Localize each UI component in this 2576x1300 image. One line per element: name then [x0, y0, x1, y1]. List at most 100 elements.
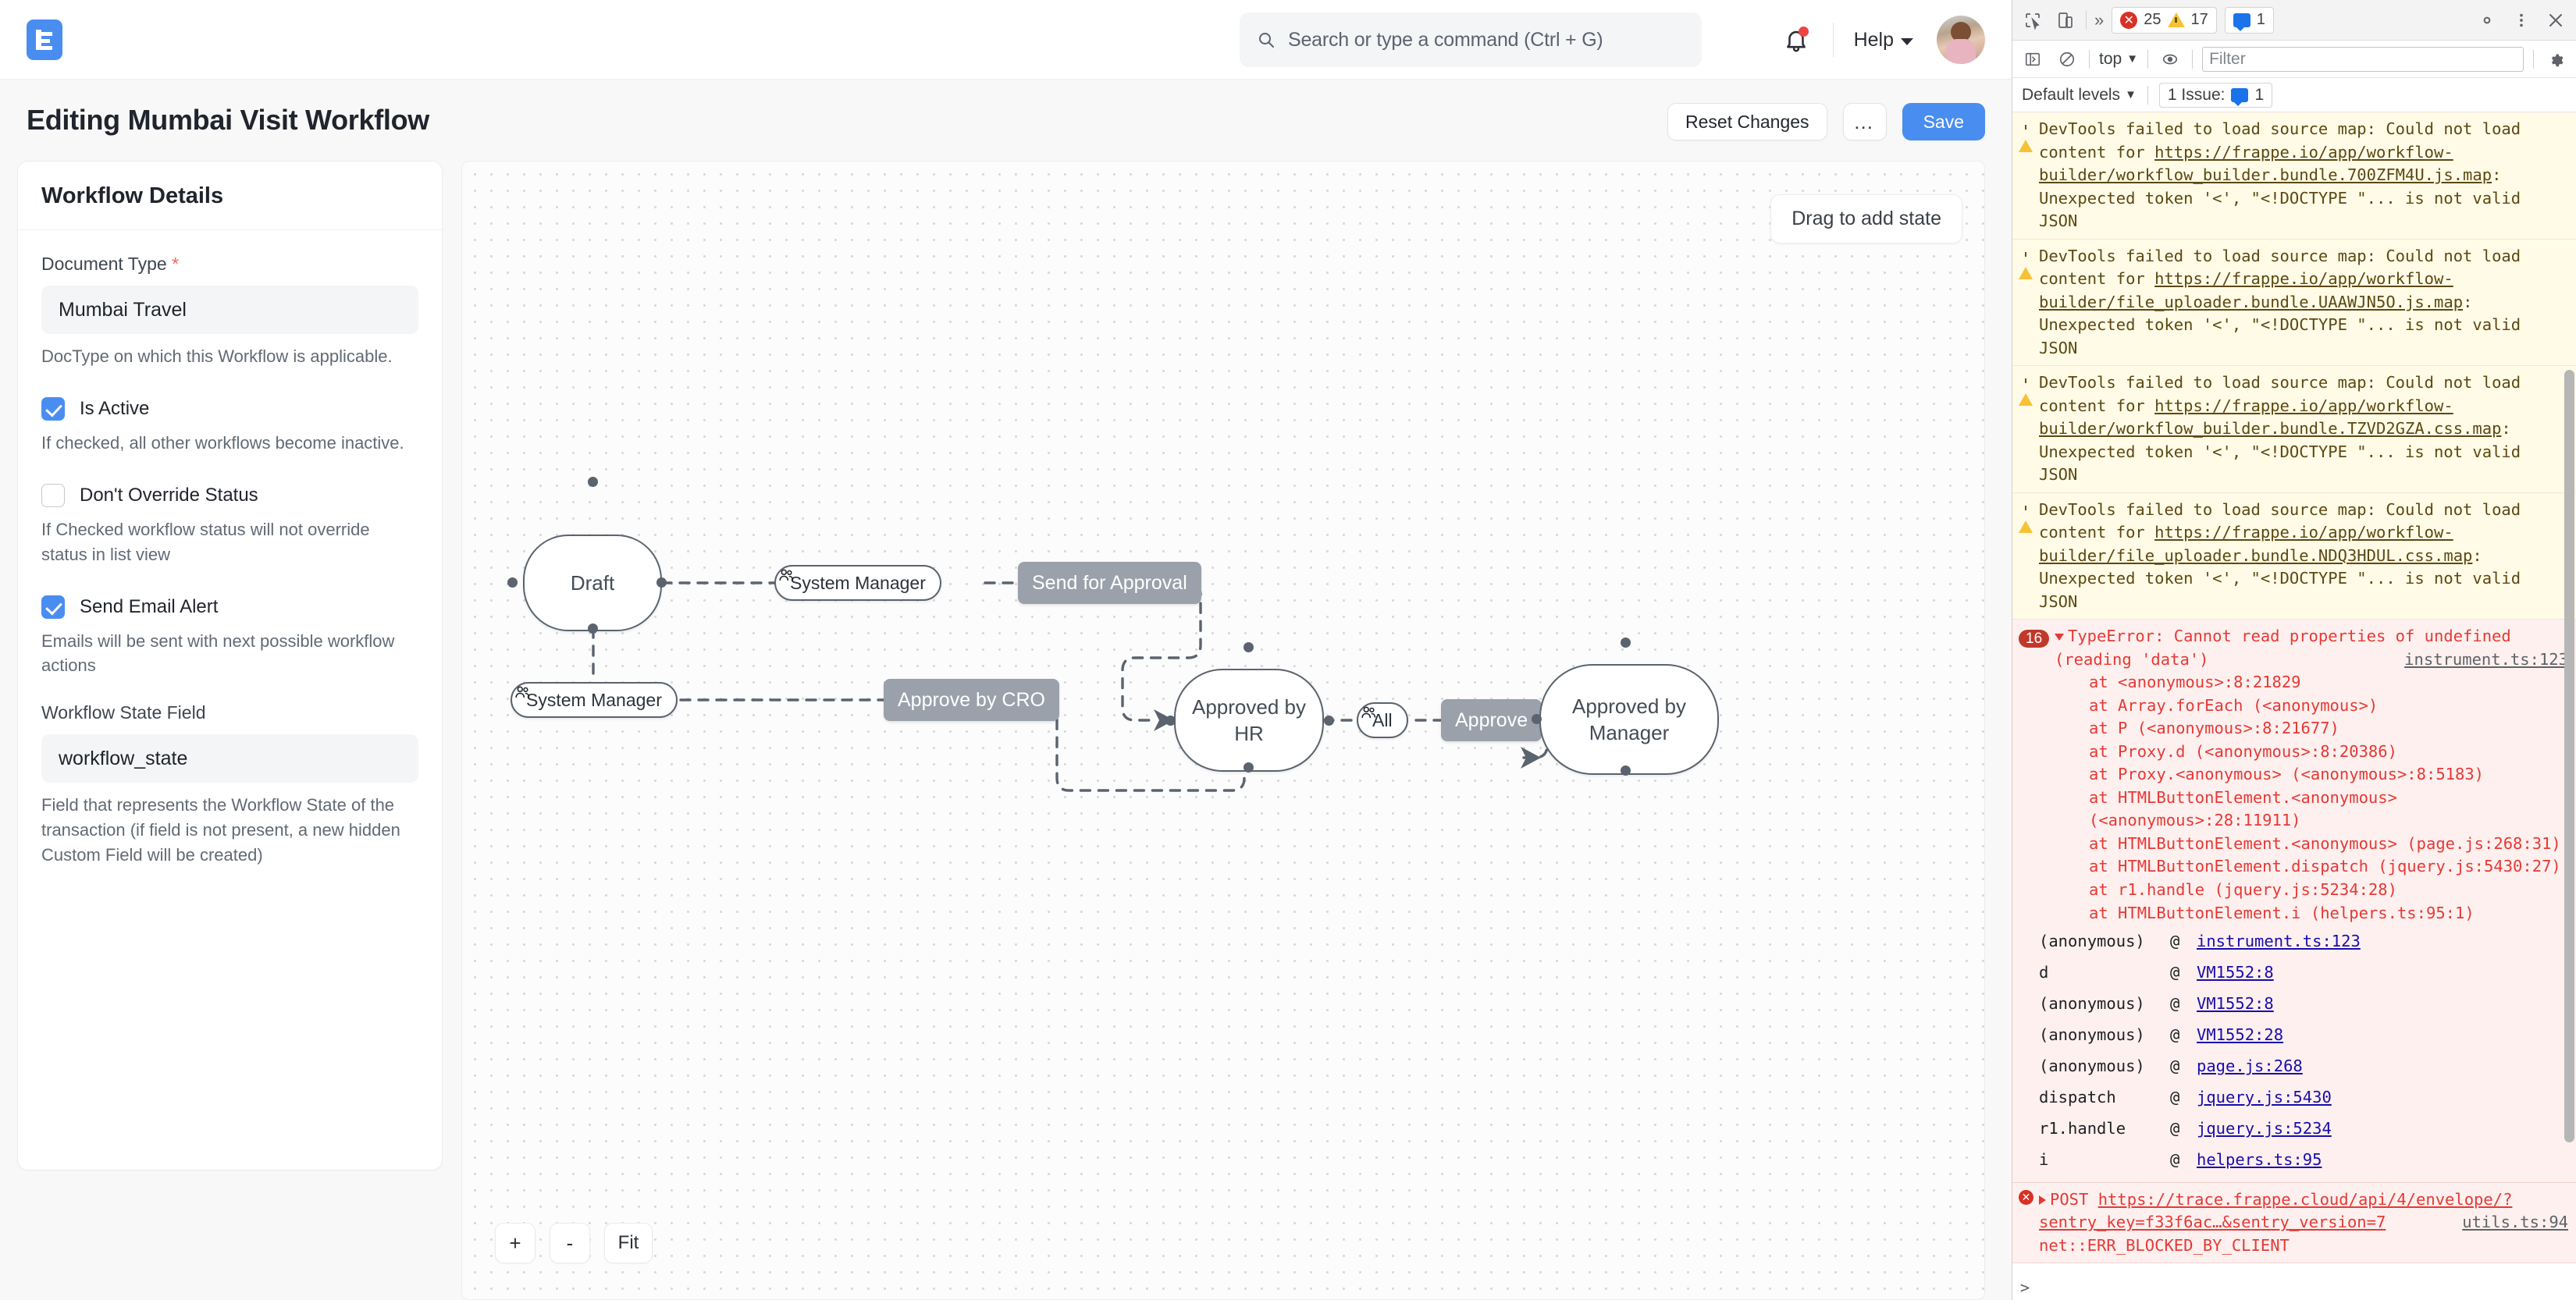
stack-line: at Proxy.d (<anonymous>:8:20386): [2089, 741, 2397, 761]
help-menu[interactable]: Help: [1848, 24, 1920, 56]
drag-to-add-state-hint[interactable]: Drag to add state: [1770, 194, 1962, 243]
more-vertical-icon[interactable]: [2509, 8, 2534, 33]
is-active-row[interactable]: Is Active: [41, 396, 418, 421]
warning-icon: [2019, 375, 2033, 407]
message-link[interactable]: https://frappe.io/app/workflow-builder/w…: [2039, 396, 2502, 439]
expand-triangle-icon[interactable]: [2039, 1195, 2046, 1205]
is-active-checkbox[interactable]: [41, 396, 65, 421]
request-method: POST: [2050, 1189, 2089, 1209]
node-handle-top[interactable]: [1244, 642, 1254, 652]
console-scrollbar[interactable]: [2564, 370, 2574, 1142]
page-title: Editing Mumbai Visit Workflow: [27, 104, 429, 136]
console-stack-frames: (anonymous)@instrument.ts:123 d@VM1552:8…: [2012, 925, 2576, 1182]
send-email-alert-row[interactable]: Send Email Alert: [41, 595, 418, 619]
console-message-warning[interactable]: DevTools failed to load source map: Coul…: [2012, 239, 2576, 367]
role-pill-system-manager-1[interactable]: System Manager: [774, 565, 941, 601]
message-link[interactable]: https://frappe.io/app/workflow-builder/w…: [2039, 142, 2492, 185]
stack-frame[interactable]: i@helpers.ts:95: [2039, 1145, 2568, 1176]
reset-changes-button[interactable]: Reset Changes: [1667, 103, 1827, 140]
role-pill-all[interactable]: All: [1357, 702, 1408, 738]
inspect-element-icon[interactable]: [2020, 8, 2045, 33]
document-type-input[interactable]: Mumbai Travel: [41, 286, 418, 334]
send-email-alert-checkbox[interactable]: [41, 595, 65, 619]
avatar[interactable]: [1937, 16, 1985, 64]
default-levels-selector[interactable]: Default levels ▼: [2022, 85, 2137, 104]
bell-icon[interactable]: [1774, 17, 1819, 62]
gear-icon[interactable]: [2543, 47, 2568, 72]
message-link[interactable]: https://frappe.io/app/workflow-builder/f…: [2039, 269, 2464, 311]
console-filter-input[interactable]: Filter: [2202, 46, 2524, 72]
role-pill-system-manager-2[interactable]: System Manager: [511, 682, 678, 718]
frame-location-link[interactable]: VM1552:28: [2197, 1025, 2284, 1044]
action-chip-approve[interactable]: Approve: [1441, 699, 1542, 741]
stack-line: at Array.forEach (<anonymous>): [2089, 695, 2379, 715]
node-handle-right[interactable]: [1324, 716, 1334, 726]
node-handle-bottom[interactable]: [1244, 762, 1254, 773]
error-warning-counts[interactable]: ✕ 25 17: [2112, 6, 2217, 34]
console-message-warning[interactable]: DevTools failed to load source map: Coul…: [2012, 112, 2576, 240]
console-output[interactable]: DevTools failed to load source map: Coul…: [2012, 112, 2576, 1300]
frame-location-link[interactable]: VM1552:8: [2197, 993, 2274, 1013]
stack-line: at HTMLButtonElement.dispatch (jquery.js…: [2089, 857, 2561, 876]
device-toolbar-icon[interactable]: [2053, 8, 2078, 33]
stack-frame[interactable]: dispatch@jquery.js:5430: [2039, 1082, 2568, 1114]
node-handle-bottom[interactable]: [1621, 765, 1631, 776]
context-selector[interactable]: top ▼: [2099, 49, 2139, 68]
console-message-warning[interactable]: DevTools failed to load source map: Coul…: [2012, 492, 2576, 620]
frame-location-link[interactable]: helpers.ts:95: [2197, 1149, 2322, 1169]
stack-frame[interactable]: (anonymous)@page.js:268: [2039, 1051, 2568, 1082]
zoom-out-button[interactable]: -: [550, 1223, 590, 1263]
close-icon[interactable]: [2543, 8, 2568, 33]
workflow-canvas[interactable]: Drag to add state: [461, 161, 1985, 1300]
frame-location-link[interactable]: jquery.js:5430: [2197, 1087, 2332, 1106]
frame-location-link[interactable]: instrument.ts:123: [2197, 932, 2361, 951]
stack-frame[interactable]: (anonymous)@VM1552:28: [2039, 1020, 2568, 1051]
dont-override-status-checkbox[interactable]: [41, 483, 65, 507]
stack-frame[interactable]: r1.handle@jquery.js:5234: [2039, 1114, 2568, 1145]
live-expression-icon[interactable]: [2158, 47, 2183, 72]
console-message-error-group[interactable]: 16 TypeError: Cannot read properties of …: [2012, 620, 2576, 925]
node-handle-bottom[interactable]: [588, 623, 598, 634]
console-message-warning[interactable]: DevTools failed to load source map: Coul…: [2012, 366, 2576, 493]
fit-view-button[interactable]: Fit: [604, 1223, 653, 1263]
node-handle-left[interactable]: [1532, 714, 1542, 724]
node-handle-right[interactable]: [656, 577, 667, 588]
state-node-approved-by-hr[interactable]: Approved by HR: [1174, 669, 1324, 772]
console-network-error[interactable]: ✕ POST https://trace.frappe.cloud/api/4/…: [2012, 1181, 2576, 1264]
clear-console-icon[interactable]: [2055, 47, 2080, 72]
error-source-link[interactable]: instrument.ts:123: [2404, 649, 2568, 669]
frame-location-link[interactable]: page.js:268: [2197, 1056, 2303, 1075]
more-options-button[interactable]: …: [1842, 103, 1887, 140]
network-source-link[interactable]: utils.ts:94: [2462, 1213, 2568, 1232]
gear-icon[interactable]: [2475, 8, 2500, 33]
console-sidebar-icon[interactable]: [2020, 47, 2045, 72]
frame-location-link[interactable]: VM1552:8: [2197, 962, 2274, 982]
workflow-state-field-input[interactable]: workflow_state: [41, 734, 418, 783]
stack-frame[interactable]: (anonymous)@VM1552:8: [2039, 989, 2568, 1020]
search-input[interactable]: Search or type a command (Ctrl + G): [1240, 12, 1702, 67]
state-node-approved-by-manager[interactable]: Approved by Manager: [1539, 664, 1719, 775]
stack-frame[interactable]: (anonymous)@instrument.ts:123: [2039, 926, 2568, 957]
save-button[interactable]: Save: [1902, 103, 1985, 140]
role-pill-label: All: [1372, 709, 1393, 730]
request-url[interactable]: https://trace.frappe.cloud/api/4/envelop…: [2039, 1189, 2513, 1232]
frame-location-link[interactable]: jquery.js:5234: [2197, 1118, 2332, 1138]
zoom-in-button[interactable]: +: [495, 1223, 535, 1263]
action-chip-approve-by-cro[interactable]: Approve by CRO: [884, 679, 1059, 721]
issue-summary-button[interactable]: 1 Issue: 1: [2158, 82, 2273, 108]
issues-count-button[interactable]: 1: [2224, 6, 2274, 34]
node-handle-left[interactable]: [1165, 716, 1176, 726]
node-handle-top[interactable]: [588, 477, 598, 487]
dont-override-status-row[interactable]: Don't Override Status: [41, 483, 418, 507]
stack-frame[interactable]: d@VM1552:8: [2039, 957, 2568, 989]
console-prompt[interactable]: >: [2020, 1278, 2030, 1297]
message-link[interactable]: https://frappe.io/app/workflow-builder/f…: [2039, 523, 2473, 565]
frappe-logo-icon[interactable]: [27, 19, 62, 60]
workflow-details-card: Workflow Details Document Type * Mumbai …: [17, 161, 443, 1170]
state-node-draft[interactable]: Draft: [523, 535, 662, 631]
action-chip-send-for-approval[interactable]: Send for Approval: [1018, 562, 1201, 604]
node-handle-top[interactable]: [1621, 638, 1631, 648]
more-tabs-button[interactable]: »: [2094, 9, 2105, 30]
expand-triangle-icon[interactable]: [2055, 633, 2064, 641]
node-handle-left[interactable]: [507, 577, 518, 588]
